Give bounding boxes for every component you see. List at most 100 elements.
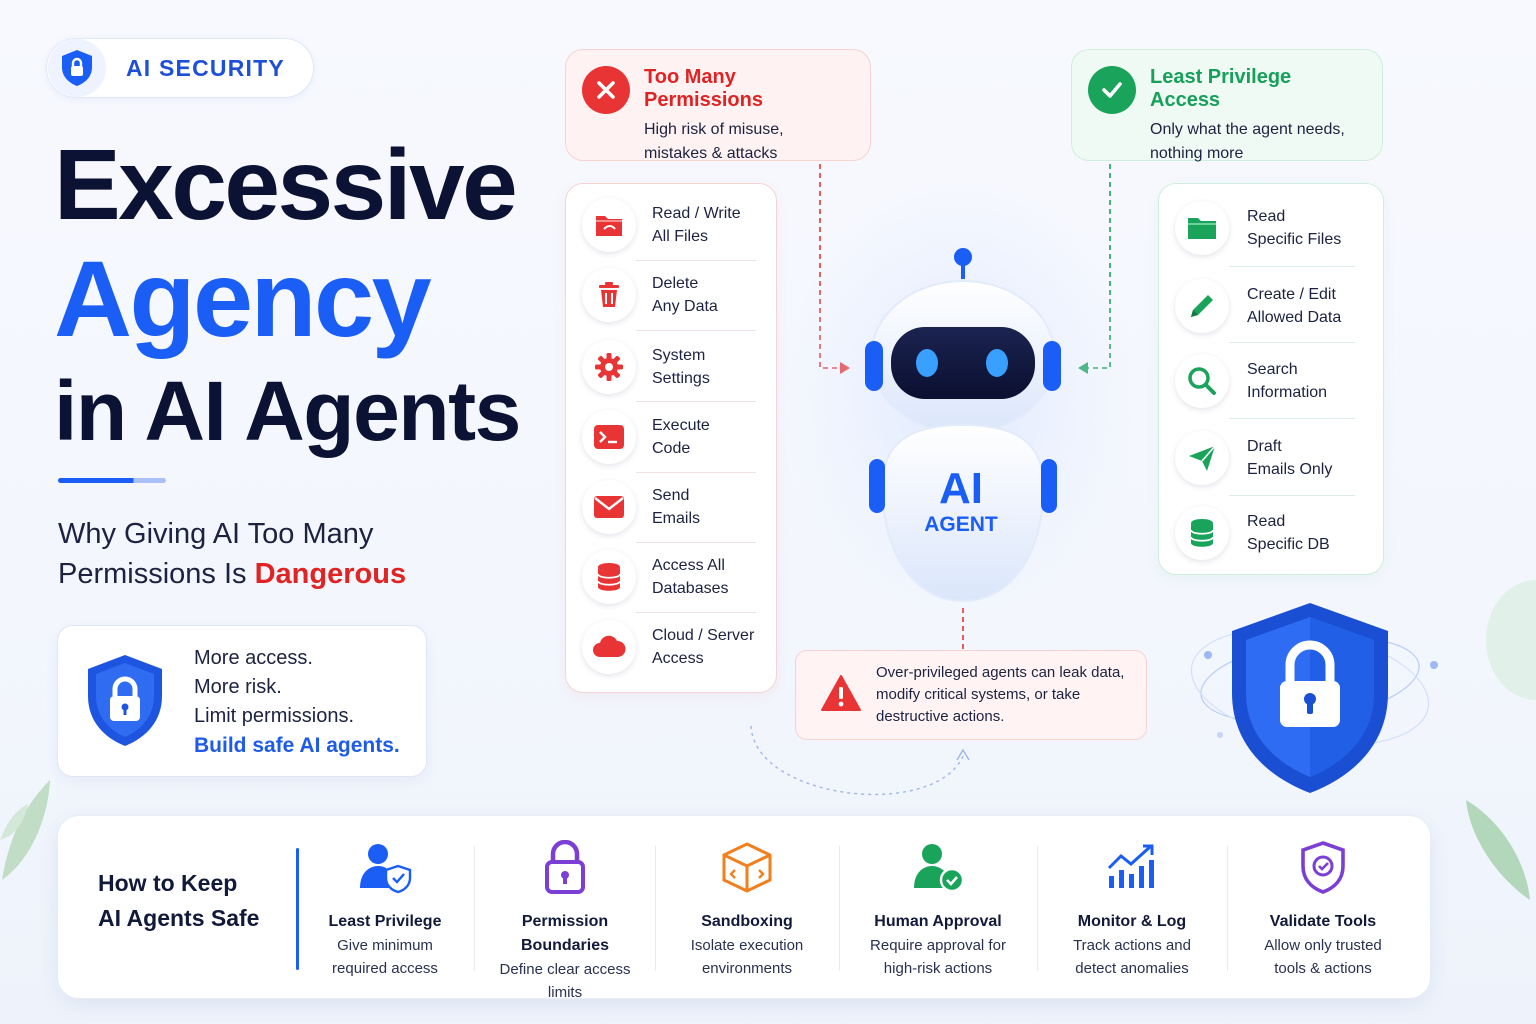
item-label: Read Specific DB xyxy=(1247,513,1330,553)
title-line-3: in AI Agents xyxy=(54,364,521,458)
divider xyxy=(636,542,756,543)
info-card: More access. More risk. Limit permission… xyxy=(57,625,427,777)
item-label: Send Emails xyxy=(652,487,701,527)
subtitle: Why Giving AI Too Many Permissions Is Da… xyxy=(58,514,406,594)
database-icon xyxy=(582,550,636,604)
title-line-1: Excessive xyxy=(54,129,518,241)
callout-desc-2: mistakes & attacks xyxy=(644,145,778,162)
divider xyxy=(1229,495,1355,496)
limited-permissions-list: Read Specific Files Create / Edit Allowe… xyxy=(1158,183,1384,575)
divider xyxy=(1229,342,1355,343)
safety-heading-line-1: How to Keep xyxy=(98,870,238,896)
item-label: System Settings xyxy=(652,347,710,387)
tip-title: Least Privilege xyxy=(328,913,442,930)
tip-desc: Define clear access xyxy=(499,961,631,978)
title-underline xyxy=(58,478,166,483)
database-icon xyxy=(1175,506,1229,560)
folder-icon xyxy=(582,198,636,252)
least-privilege-callout: Least Privilege Access Only what the age… xyxy=(1071,49,1383,162)
tip-desc: Allow only trusted xyxy=(1264,937,1382,954)
divider xyxy=(1037,846,1038,971)
x-circle-icon xyxy=(582,66,630,114)
item-label: Draft Emails Only xyxy=(1247,438,1333,478)
tip-desc: detect anomalies xyxy=(1075,960,1189,977)
shield-lock-icon xyxy=(82,652,168,755)
robot-label-agent: AGENT xyxy=(924,513,998,536)
chart-icon xyxy=(1051,838,1213,896)
warning-line-3: destructive actions. xyxy=(876,708,1005,725)
item-label: Cloud / Server Access xyxy=(652,627,755,667)
tip-monitor-log: Monitor & Log Track actions and detect a… xyxy=(1051,838,1213,980)
tip-desc: limits xyxy=(547,984,583,1001)
list-item: Delete Any Data xyxy=(582,260,760,330)
callout-desc-1: High risk of misuse, xyxy=(644,121,784,138)
list-item: Create / Edit Allowed Data xyxy=(1175,268,1369,344)
item-label: Create / Edit Allowed Data xyxy=(1247,286,1342,326)
divider xyxy=(636,401,756,402)
callout-desc-2: nothing more xyxy=(1150,145,1244,162)
robot-illustration: AI AGENT xyxy=(865,248,1061,603)
subtitle-line-2: Permissions Is Dangerous xyxy=(58,554,406,594)
tip-title: Human Approval xyxy=(874,913,1002,930)
tip-desc: environments xyxy=(701,960,793,977)
badge-label: AI SECURITY xyxy=(126,54,285,81)
callout-desc-1: Only what the agent needs, xyxy=(1150,121,1345,138)
callout-title: Least Privilege Access xyxy=(1150,66,1292,111)
item-label: Search Information xyxy=(1247,361,1328,401)
tip-desc: required access xyxy=(332,960,438,977)
leaf-decoration xyxy=(0,780,50,880)
tip-validate-tools: Validate Tools Allow only trusted tools … xyxy=(1240,838,1406,980)
user-check-icon xyxy=(853,838,1023,896)
divider xyxy=(636,330,756,331)
tip-title: Validate Tools xyxy=(1269,913,1377,930)
tip-permission-boundaries: Permission Boundaries Define clear acces… xyxy=(486,838,644,1004)
warning-line-2: modify critical systems, or take xyxy=(876,686,1081,703)
pencil-icon xyxy=(1175,279,1229,333)
divider xyxy=(1227,846,1228,971)
list-item: Cloud / Server Access xyxy=(582,612,760,682)
tip-title: Sandboxing xyxy=(701,913,793,930)
info-line: More risk. xyxy=(194,676,282,698)
tip-title: Permission Boundaries xyxy=(520,913,609,954)
warning-line-1: Over-privileged agents can leak data, xyxy=(876,664,1125,681)
safety-heading: How to Keep AI Agents Safe xyxy=(98,866,259,936)
excessive-permissions-list: Read / Write All Files Delete Any Data S… xyxy=(565,183,777,693)
list-item: Execute Code xyxy=(582,402,760,472)
item-label: Access All Databases xyxy=(652,557,729,597)
decorative-circle xyxy=(1486,580,1536,700)
tip-desc: Require approval for xyxy=(870,937,1006,954)
list-item: Send Emails xyxy=(582,472,760,542)
lock-icon xyxy=(486,838,644,896)
item-label: Read / Write All Files xyxy=(652,205,741,245)
cloud-icon xyxy=(582,620,636,674)
divider xyxy=(636,472,756,473)
robot-label-ai: AI xyxy=(939,464,983,513)
title-line-2: Agency xyxy=(54,238,432,359)
list-item: Draft Emails Only xyxy=(1175,420,1369,496)
send-icon xyxy=(1175,431,1229,485)
too-many-permissions-callout: Too Many Permissions High risk of misuse… xyxy=(565,49,871,162)
mail-icon xyxy=(582,480,636,534)
list-item: Read Specific DB xyxy=(1175,495,1369,571)
leaf-decoration xyxy=(1466,800,1530,900)
heading-divider xyxy=(296,848,299,970)
terminal-icon xyxy=(582,410,636,464)
item-label: Delete Any Data xyxy=(652,275,718,315)
divider xyxy=(636,260,756,261)
info-card-lines: More access. More risk. Limit permission… xyxy=(194,644,354,731)
tip-desc: high-risk actions xyxy=(883,960,993,977)
item-label: Read Specific Files xyxy=(1247,208,1342,248)
check-circle-icon xyxy=(1088,66,1136,114)
warning-triangle-icon xyxy=(820,674,862,717)
gear-icon xyxy=(582,340,636,394)
decorative-curve xyxy=(750,725,970,796)
divider xyxy=(474,846,475,971)
list-item: Read Specific Files xyxy=(1175,190,1369,266)
shield-lock-icon xyxy=(48,39,106,97)
info-card-cta: Build safe AI agents. xyxy=(194,734,400,757)
tip-sandboxing: Sandboxing Isolate execution environment… xyxy=(670,838,824,980)
divider xyxy=(1229,266,1355,267)
tip-desc: tools & actions xyxy=(1274,960,1372,977)
shield-check-icon xyxy=(1240,838,1406,896)
user-shield-icon xyxy=(310,838,460,896)
